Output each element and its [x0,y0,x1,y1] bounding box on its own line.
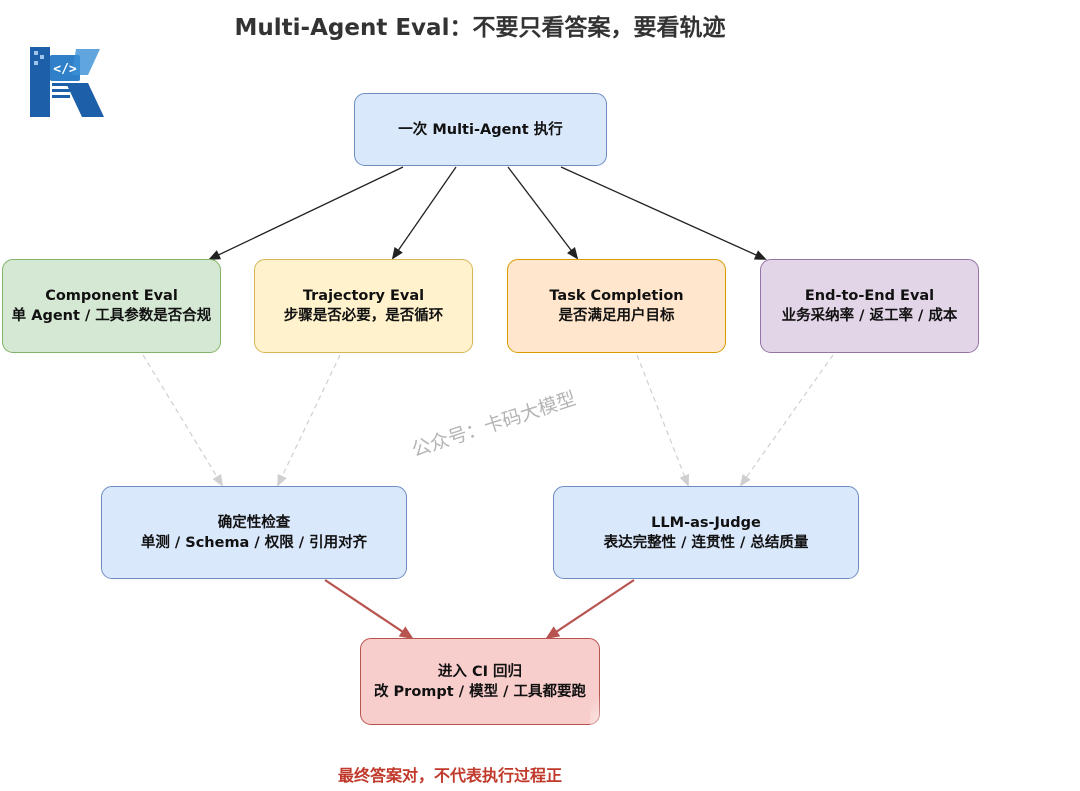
brand-logo: </> [28,45,104,119]
svg-text:</>: </> [53,62,77,77]
node-multi-agent-run: 一次 Multi-Agent 执行 [354,93,607,166]
page-title: Multi-Agent Eval：不要只看答案，要看轨迹 [234,15,726,41]
node-label: 确定性检查 [217,514,291,531]
node-component-eval: Component Eval 单 Agent / 工具参数是否合规 [2,259,221,353]
node-label: End-to-End Eval [804,288,935,304]
node-task-completion: Task Completion 是否满足用户目标 [507,259,726,353]
node-sublabel: 单测 / Schema / 权限 / 引用对齐 [140,534,368,551]
edge-root-task [507,166,579,260]
footer-note: 最终答案对，不代表执行过程正 [338,766,563,785]
node-label: Component Eval [45,288,178,304]
edge-root-e2e [560,166,767,260]
node-trajectory-eval: Trajectory Eval 步骤是否必要，是否循环 [254,259,473,353]
node-label: Trajectory Eval [302,288,425,304]
node-ci-regression: 进入 CI 回归 改 Prompt / 模型 / 工具都要跑 [360,638,600,725]
node-end-to-end-eval: End-to-End Eval 业务采纳率 / 返工率 / 成本 [760,259,979,353]
edge-root-component [208,166,404,260]
node-sublabel: 单 Agent / 工具参数是否合规 [11,308,212,324]
node-sublabel: 是否满足用户目标 [558,308,675,324]
node-label: 进入 CI 回归 [437,663,523,680]
edge-task-judge [636,354,690,487]
edge-trajectory-deterministic [277,354,341,487]
node-label: 一次 Multi-Agent 执行 [398,121,563,138]
node-label: LLM-as-Judge [651,514,761,531]
edge-e2e-judge [739,354,834,487]
edge-deterministic-ci [324,579,414,640]
node-sublabel: 表达完整性 / 连贯性 / 总结质量 [603,534,809,551]
node-llm-as-judge: LLM-as-Judge 表达完整性 / 连贯性 / 总结质量 [553,486,859,579]
node-sublabel: 步骤是否必要，是否循环 [283,308,444,324]
node-sublabel: 改 Prompt / 模型 / 工具都要跑 [374,683,586,700]
edge-root-trajectory [391,166,457,260]
edge-component-deterministic [142,354,224,487]
edge-judge-ci [545,579,635,640]
node-label: Task Completion [549,288,684,304]
node-sublabel: 业务采纳率 / 返工率 / 成本 [781,308,958,324]
node-deterministic-check: 确定性检查 单测 / Schema / 权限 / 引用对齐 [101,486,407,579]
